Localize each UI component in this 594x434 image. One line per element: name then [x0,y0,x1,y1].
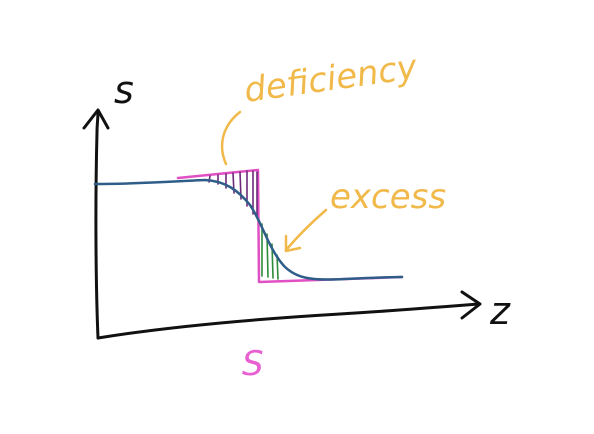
step-position-label: S [242,344,264,384]
x-axis-label: z [489,289,511,333]
excess-label: excess [330,177,446,217]
deficiency-arrow [220,110,242,166]
profile-curve [93,178,404,281]
excess-arrow [284,208,328,252]
y-axis-arrowhead [82,108,110,130]
excess-arrowhead [284,234,302,253]
deficiency-label: deficiency [242,47,421,111]
x-axis-line [96,302,480,340]
y-axis-line [94,110,100,340]
x-axis-arrowhead [460,290,482,320]
deficiency-hatch [208,170,258,217]
y-axis-label: s [114,68,134,112]
